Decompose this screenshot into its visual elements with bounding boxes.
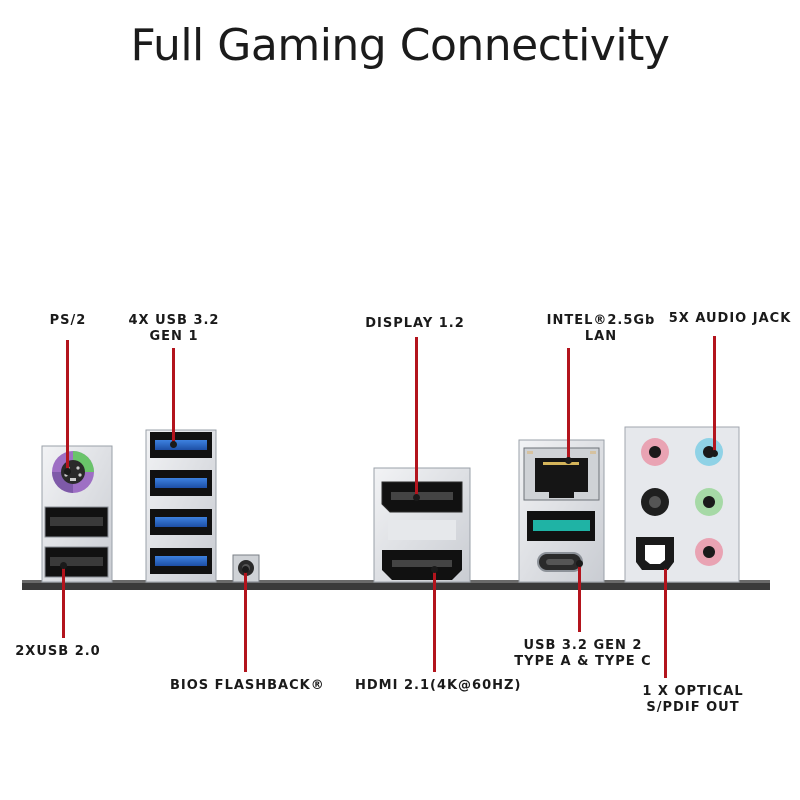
leader-dot-display bbox=[413, 494, 420, 501]
leader-dot-lan bbox=[565, 457, 572, 464]
usb3-port-icon[interactable] bbox=[150, 548, 212, 574]
label-lan: INTEL®2.5Gb LAN bbox=[546, 313, 656, 344]
leader-usb32-gen2 bbox=[578, 564, 581, 632]
label-usb32-gen2: USB 3.2 GEN 2 TYPE A & TYPE C bbox=[514, 638, 652, 669]
audio-jack-icon[interactable] bbox=[695, 438, 723, 466]
label-audio: 5X AUDIO JACK bbox=[668, 311, 792, 326]
leader-dot-bios-flashback bbox=[242, 566, 249, 573]
leader-dot-usb20 bbox=[60, 562, 67, 569]
ps2-port-icon[interactable] bbox=[52, 451, 94, 493]
leader-usb20 bbox=[62, 566, 65, 638]
label-bios-flashback: BIOS FLASHBACK® bbox=[170, 678, 325, 693]
leader-bios-flashback bbox=[244, 570, 247, 672]
usb3-port-icon[interactable] bbox=[150, 509, 212, 535]
leader-display bbox=[415, 337, 418, 497]
leader-lan bbox=[567, 348, 570, 460]
hdmi-port-icon[interactable] bbox=[382, 550, 462, 580]
leader-ps2 bbox=[66, 340, 69, 472]
leader-usb32-gen1 bbox=[172, 348, 175, 444]
leader-dot-hdmi bbox=[431, 566, 438, 573]
video-stack bbox=[373, 467, 471, 583]
usb2-port-icon[interactable] bbox=[44, 546, 109, 578]
rj45-lan-icon[interactable] bbox=[523, 447, 600, 501]
leader-dot-optical bbox=[662, 562, 669, 569]
ps2-usb2-stack bbox=[41, 445, 113, 583]
displayport-icon[interactable] bbox=[381, 481, 463, 513]
audio-panel bbox=[624, 426, 740, 583]
label-hdmi: HDMI 2.1(4K@60HZ) bbox=[355, 678, 522, 693]
label-ps2: PS/2 bbox=[49, 313, 87, 328]
usb3-port-icon[interactable] bbox=[150, 470, 212, 496]
usb3-stack bbox=[145, 429, 217, 583]
label-optical: 1 X OPTICAL S/PDIF OUT bbox=[642, 684, 744, 715]
label-usb20: 2XUSB 2.0 bbox=[15, 644, 101, 659]
leader-hdmi bbox=[433, 570, 436, 672]
label-display: DISPLAY 1.2 bbox=[365, 316, 465, 331]
audio-jack-icon[interactable] bbox=[641, 488, 669, 516]
usb3-port-icon[interactable] bbox=[150, 432, 212, 458]
leader-dot-ps2 bbox=[64, 468, 71, 475]
page-title: Full Gaming Connectivity bbox=[130, 20, 670, 71]
label-usb32-gen1: 4X USB 3.2 GEN 1 bbox=[128, 313, 220, 344]
audio-jack-icon[interactable] bbox=[695, 538, 723, 566]
usb2-port-icon[interactable] bbox=[44, 506, 109, 538]
optical-spdif-icon[interactable] bbox=[636, 537, 674, 570]
leader-dot-usb32-gen2 bbox=[576, 560, 583, 567]
leader-audio bbox=[713, 336, 716, 454]
audio-jack-icon[interactable] bbox=[695, 488, 723, 516]
audio-jack-icon[interactable] bbox=[641, 438, 669, 466]
usb3-port-icon[interactable] bbox=[527, 511, 595, 541]
lan-usb-stack bbox=[518, 439, 605, 583]
leader-dot-usb32-gen1 bbox=[170, 441, 177, 448]
leader-dot-audio bbox=[711, 450, 718, 457]
leader-optical bbox=[664, 566, 667, 678]
